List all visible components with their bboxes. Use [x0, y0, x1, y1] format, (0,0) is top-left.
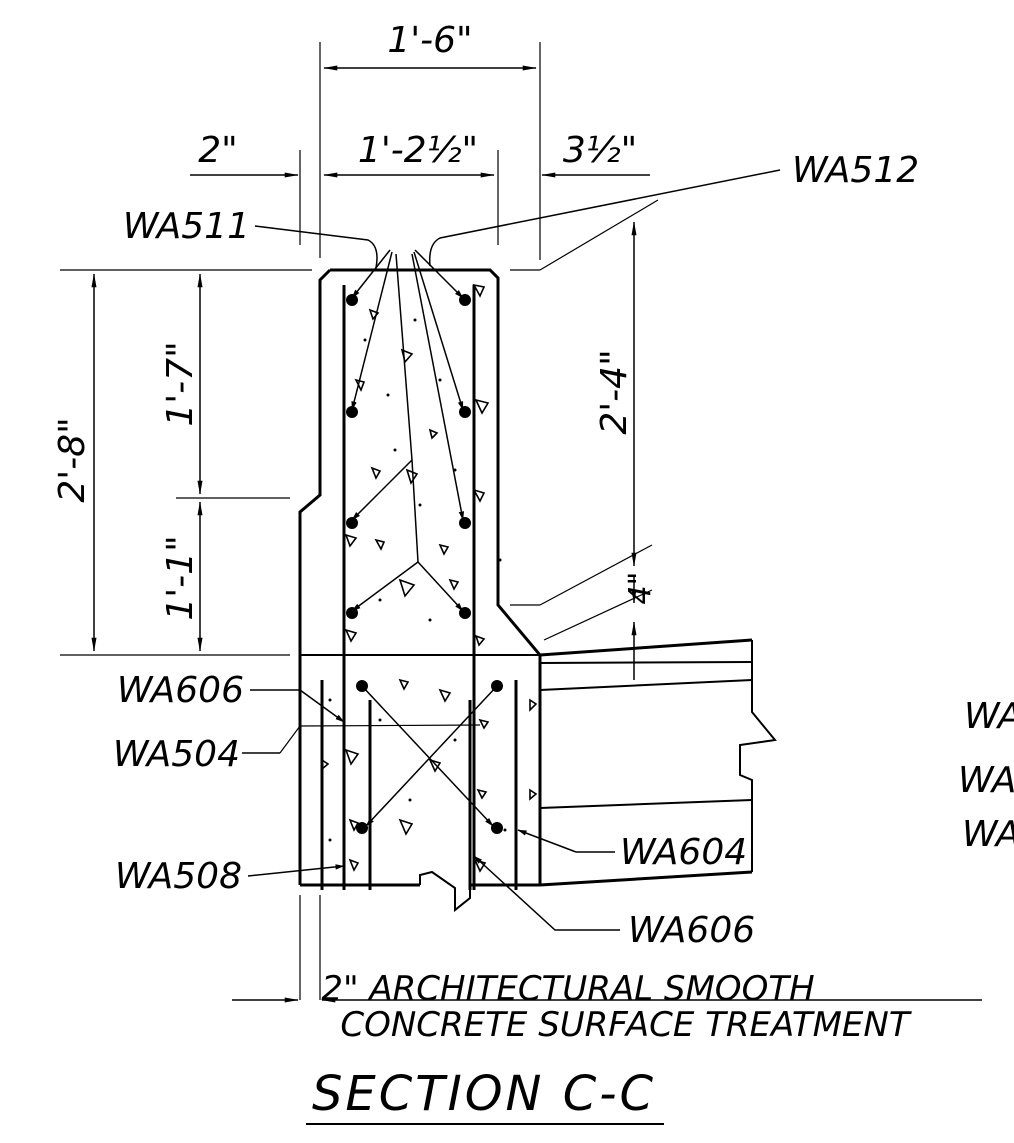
leader-lines [242, 169, 781, 931]
label-wa604: WA604 [620, 832, 747, 873]
surface-note-line1: 2" ARCHITECTURAL SMOOTH [321, 969, 814, 1009]
label-wa504: WA504 [113, 734, 240, 775]
label-wa511: WA511 [123, 206, 250, 247]
section-title-text: SECTION C-C [312, 1066, 656, 1122]
bar-labels: WA511 WA512 WA606 WA504 WA508 WA604 WA60… [113, 150, 1014, 951]
label-wa508: WA508 [115, 856, 242, 897]
dim-right-height: 2'-4" [594, 349, 635, 434]
dim-overall-width: 1'-6" [387, 20, 472, 61]
dim-left-offset: 2" [198, 130, 237, 171]
dim-total-height: 2'-8" [52, 417, 93, 502]
dimension-lines [91, 65, 982, 1003]
section-title: SECTION C-C [306, 1066, 664, 1125]
aggregate-triangles [321, 283, 538, 873]
concrete-outline [298, 268, 542, 913]
dim-small-height: 4" [623, 572, 658, 605]
extension-lines [60, 42, 659, 1000]
dim-inner-width: 1'-2½" [358, 130, 478, 171]
dimension-labels: 1'-6" 1'-2½" 2" 3½" 2'-8" 1'-7" 1'-1" 2'… [52, 20, 912, 1045]
surface-note-line2: CONCRETE SURFACE TREATMENT [340, 1005, 911, 1045]
label-wa512: WA512 [792, 150, 919, 191]
label-wa606-bottom: WA606 [628, 910, 755, 951]
dim-upper-height: 1'-7" [160, 341, 201, 426]
dim-right-offset: 3½" [563, 130, 637, 171]
label-cut-3: WA [962, 814, 1014, 855]
label-cut-1: WA [964, 696, 1014, 737]
label-wa606-left: WA606 [117, 670, 244, 711]
rebar-lines [320, 285, 518, 890]
deck-slab [539, 638, 777, 887]
aggregate-dots [328, 318, 507, 842]
dim-lower-height: 1'-1" [160, 535, 201, 620]
label-cut-2: WA [958, 760, 1014, 801]
